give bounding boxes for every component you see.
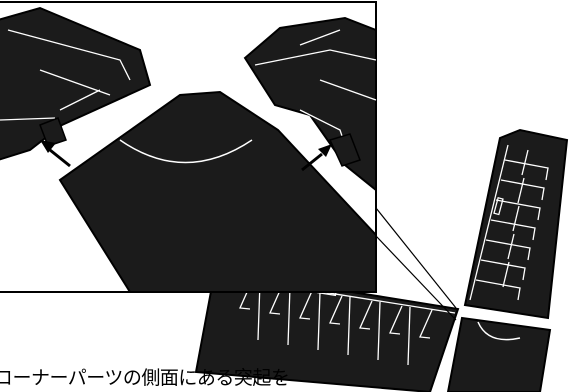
instruction-caption: コーナーパーツの側面にある突起を [0, 367, 290, 389]
center-corner-part [58, 90, 377, 293]
right-tab [328, 133, 361, 167]
arrow-up-right-icon [301, 144, 332, 172]
vertical-piece-ribs [469, 144, 549, 301]
straight-piece-horizontal [194, 268, 460, 392]
arrow-up-left-icon [40, 140, 71, 168]
left-tab [39, 117, 67, 147]
assembled-parts [194, 128, 569, 392]
corner-piece [446, 316, 552, 392]
corner-part-arc [119, 139, 253, 164]
corner-piece-arc [477, 321, 521, 341]
zoom-callout-lines [375, 207, 457, 321]
left-straight-part [0, 6, 152, 161]
zoom-detail-panel [0, 1, 377, 293]
